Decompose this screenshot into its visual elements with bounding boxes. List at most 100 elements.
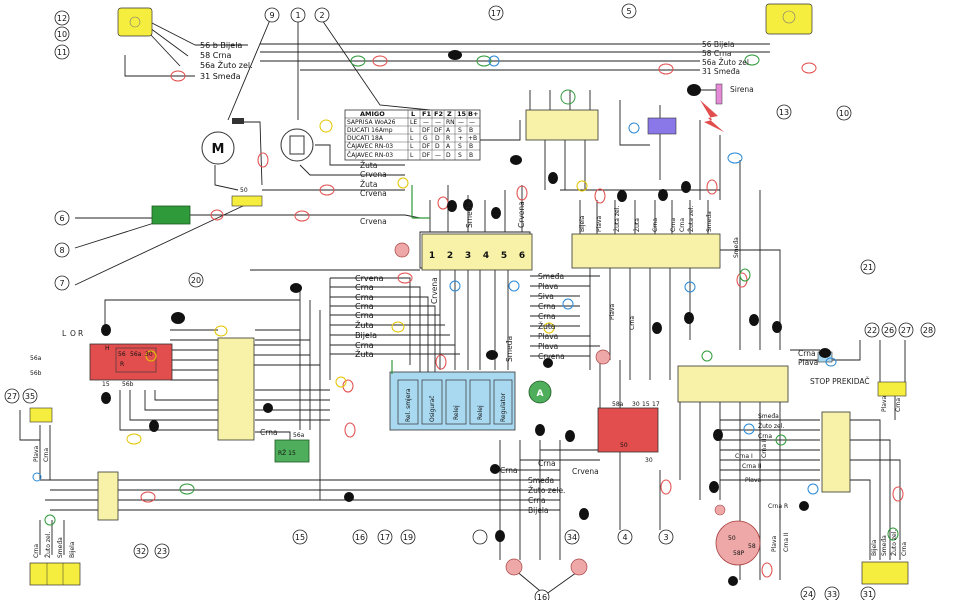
wire-label: Crvena	[360, 189, 387, 198]
horn-label: Sirena	[730, 85, 754, 94]
gauge	[715, 520, 761, 566]
switch-label: 56a	[130, 351, 142, 358]
wire-label: 58 Crna	[702, 49, 731, 58]
wire-label: Crna	[33, 544, 40, 558]
wire-label: Crna	[901, 542, 908, 556]
wire-label: Žuta	[633, 218, 641, 232]
regulator-label: Rel. smjera	[405, 388, 412, 422]
wire-label: Crna	[798, 349, 816, 358]
callout-number: 12	[57, 14, 67, 23]
wire-label: Plava	[881, 395, 888, 412]
coil-symbol	[289, 135, 305, 155]
wire-label: Crna	[538, 459, 556, 468]
wire-label: Žuto zele.	[528, 486, 565, 495]
generator-coil	[280, 128, 314, 162]
callout-number: 34	[567, 533, 577, 542]
callout-number: 21	[863, 263, 873, 272]
wire-label: Žuta	[360, 161, 377, 170]
wire-label: Žuta	[360, 180, 377, 189]
callout-number: 17	[380, 533, 390, 542]
lor-label: R	[78, 329, 83, 338]
warning-lamp	[394, 242, 410, 258]
table-cell: L	[410, 152, 414, 159]
lor-label: O	[70, 329, 76, 338]
rz-sub-label: 56a	[293, 432, 305, 439]
callout-number: 9	[269, 11, 274, 20]
gauge-label: 50	[728, 535, 736, 542]
fuse-box	[421, 233, 533, 271]
regulator-label: Osigurač	[429, 395, 436, 422]
wire-label: Crna	[355, 283, 374, 292]
callout-number: 24	[803, 590, 813, 599]
switch-label: 56b	[122, 381, 134, 388]
regulator-label: Regulator	[500, 392, 507, 422]
table-cell: D	[435, 143, 440, 150]
callout-number: 17	[491, 9, 501, 18]
callout-number: 4	[622, 533, 627, 542]
wire-label: Crna	[670, 218, 677, 232]
wires	[19, 19, 906, 596]
wire-label: Crna II	[783, 532, 790, 552]
gauge-label: 58	[748, 543, 756, 550]
components: M 50 AMIGO L F1 F2 Z 15	[29, 3, 909, 586]
switch-label: 56	[118, 351, 126, 358]
rz-label: RŽ 15	[278, 449, 296, 457]
wire-label: Bijela	[355, 331, 377, 340]
callout-number: 28	[923, 326, 933, 335]
indicator-lamp-right	[877, 381, 907, 397]
bottom-left-connector	[97, 471, 119, 521]
table-cell: B	[469, 127, 473, 134]
rear-lamp-left	[29, 562, 81, 586]
wire-label: 31 Smeđa	[200, 72, 241, 81]
table-cell: DF	[434, 127, 443, 134]
wire-label: Smeđa	[881, 535, 888, 556]
gauge-label: 58P	[733, 550, 745, 557]
table-cell: ČAJAVEC RN-03	[347, 152, 393, 159]
right-low-connector	[821, 411, 851, 493]
switch-inner	[115, 347, 157, 373]
table-cell: —	[435, 119, 441, 126]
wire-label: Plava	[33, 445, 40, 462]
table-cell: DUCATI 16Amp	[347, 127, 393, 134]
wire-label: Crvena	[517, 201, 526, 228]
indicator-lamp-left	[29, 407, 53, 423]
callout-number: 3	[663, 533, 668, 542]
callout-number: 32	[136, 547, 146, 556]
callout-number: 1	[295, 11, 300, 20]
terminal-label: 30	[632, 401, 640, 408]
starter-solenoid	[231, 195, 263, 207]
table-cell: DF	[422, 127, 431, 134]
table-cell: L	[410, 127, 414, 134]
wire-label: Plava	[798, 358, 818, 367]
table-cell: G	[423, 135, 428, 142]
regulator-label: Relej	[477, 405, 484, 420]
wire-label: Crna II	[742, 463, 762, 470]
rear-bulb	[505, 558, 523, 576]
wire-label: Crvena	[430, 277, 439, 304]
callout-number: 6	[59, 214, 64, 223]
horn-sound-icon	[700, 100, 724, 132]
rear-lamp-right	[861, 561, 909, 585]
wire-label: Crvena	[538, 352, 565, 361]
wire-label: Crna	[629, 316, 636, 330]
wire-label: Žuto zel.	[44, 532, 52, 558]
wire-label: Žuta	[355, 319, 374, 330]
callout-number: 35	[25, 392, 35, 401]
table-cell: DF	[422, 143, 431, 150]
table-cell: +	[458, 135, 463, 142]
table-cell: DF	[422, 152, 431, 159]
wire-label: Plava	[538, 282, 558, 291]
wire-label: Crna	[895, 398, 902, 412]
switch-label: H	[105, 345, 110, 352]
table-cell: RN	[446, 119, 455, 126]
table-cell: D	[435, 135, 440, 142]
wire-label: Crna R	[768, 503, 788, 510]
callout-number: 19	[403, 533, 413, 542]
callout-number: 26	[884, 326, 894, 335]
callout-number: 20	[191, 276, 201, 285]
terminal-50-label: 50	[240, 187, 248, 194]
motor-connector	[232, 118, 244, 124]
wire-label: Siva	[538, 292, 554, 301]
gauge-bulb	[714, 504, 726, 516]
wire-label: Plava	[538, 342, 558, 351]
